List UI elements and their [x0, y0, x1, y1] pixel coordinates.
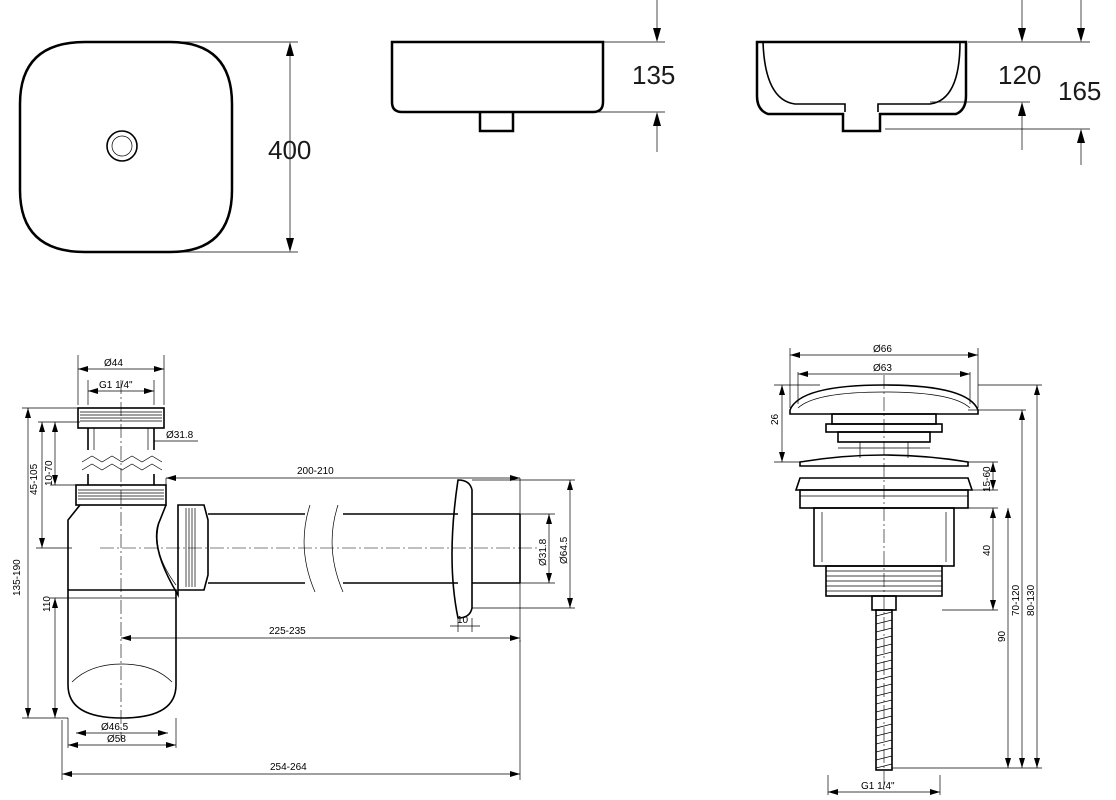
siphon-drawing: Ø44 G1 1/4" Ø31.8 135-190 45-105 10-70 1… [12, 355, 575, 780]
siphon-horizontal-span: 225-235 [269, 626, 306, 637]
valve-cap [789, 384, 979, 415]
basin-depth-inner-label: 120 [998, 60, 1041, 90]
basin-outline [18, 40, 234, 254]
siphon-adjust-range: 10-70 [44, 460, 55, 486]
valve-thread-height: 90 [997, 630, 1008, 642]
siphon-flange-diameter: Ø64.5 [559, 536, 570, 564]
siphon-inlet-height: 45-105 [29, 463, 40, 495]
siphon-outlet-nut [177, 504, 209, 591]
valve-range-2: 80-130 [1026, 584, 1037, 616]
siphon-flange-thickness: 10 [457, 615, 469, 626]
basin-width-label: 400 [268, 135, 311, 165]
valve-cap-inner-diameter: Ø63 [873, 363, 892, 374]
siphon-thread-label: G1 1/4" [99, 380, 133, 391]
siphon-total-length: 254-264 [270, 762, 307, 773]
basin-total-height-label: 165 [1058, 76, 1101, 106]
siphon-cup-outer-diameter: Ø58 [107, 734, 126, 745]
basin-side-view: 135 [390, 0, 675, 152]
wall-flange [451, 479, 473, 619]
drain-valve-drawing: Ø66 Ø63 26 15-60 40 90 [770, 344, 1042, 795]
siphon-cup [67, 589, 177, 719]
valve-thread-label: G1 1/4" [861, 781, 895, 792]
basin-side-outline [390, 40, 605, 114]
valve-body-height: 40 [982, 544, 993, 556]
siphon-pipe-diameter: Ø31.8 [166, 430, 194, 441]
valve-gap-range: 15-60 [982, 466, 993, 492]
basin-section-inner [762, 41, 961, 112]
siphon-overall-height: 135-190 [12, 559, 23, 596]
basin-top-view: 400 [18, 40, 311, 254]
basin-depth-outer-label: 135 [632, 60, 675, 90]
siphon-pipe-length: 200-210 [297, 466, 334, 477]
valve-range-1: 70-120 [1011, 584, 1022, 616]
siphon-body [67, 504, 179, 598]
siphon-cup-inner-diameter: Ø46.5 [101, 722, 129, 733]
basin-section-outer [755, 40, 968, 133]
siphon-top-diameter: Ø44 [104, 358, 123, 369]
valve-cap-outer-diameter: Ø66 [873, 344, 892, 355]
siphon-cup-height: 110 [42, 596, 53, 612]
basin-section-view: 120 165 [755, 0, 1101, 165]
drain-hole-outer [106, 130, 138, 162]
valve-cap-height: 26 [770, 413, 781, 425]
drain-hole-inner [111, 135, 133, 157]
valve-screw-rod [875, 609, 893, 771]
siphon-outlet-diameter: Ø31.8 [538, 538, 549, 566]
